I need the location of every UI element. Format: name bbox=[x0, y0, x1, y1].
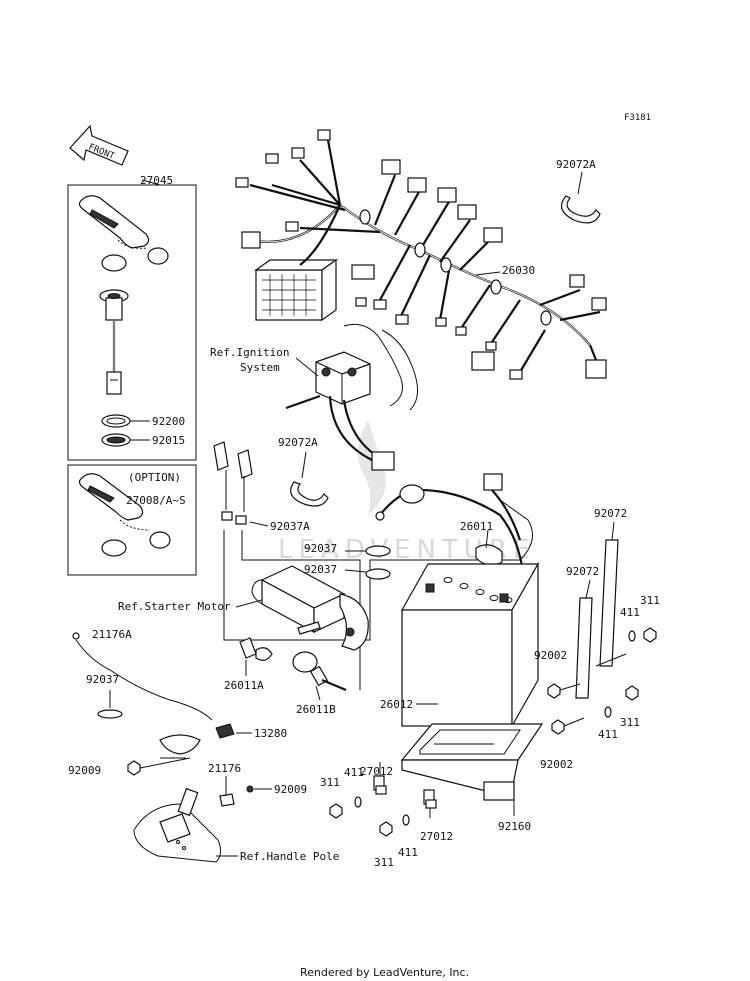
part-311-d: 311 bbox=[374, 856, 394, 869]
part-13280: 13280 bbox=[254, 727, 287, 740]
part-26012: 26012 bbox=[380, 698, 413, 711]
part-27045: 27045 bbox=[140, 174, 173, 187]
part-92072-b: 92072 bbox=[566, 565, 599, 578]
part-21176: 21176 bbox=[208, 762, 241, 775]
clamp-band-mid bbox=[290, 451, 329, 507]
part-21176A: 21176A bbox=[92, 628, 132, 641]
battery bbox=[400, 561, 540, 729]
part-311-c: 311 bbox=[320, 776, 340, 789]
part-311-a: 311 bbox=[640, 594, 660, 607]
part-92072-a: 92072 bbox=[594, 507, 627, 520]
part-92037-b: 92037 bbox=[304, 563, 337, 576]
starter-relay bbox=[285, 323, 418, 471]
handle-pole-switch bbox=[133, 776, 272, 863]
terminal-caps bbox=[213, 441, 269, 527]
part-26011: 26011 bbox=[460, 520, 493, 533]
part-26011A: 26011A bbox=[224, 679, 264, 692]
option-label: (OPTION) bbox=[128, 471, 181, 484]
starter-motor bbox=[235, 565, 369, 701]
ref-ignition-system: Ref.Ignition bbox=[210, 346, 289, 359]
part-27012-b: 27012 bbox=[420, 830, 453, 843]
part-26011B: 26011B bbox=[296, 703, 336, 716]
part-27012-a: 27012 bbox=[360, 765, 393, 778]
starter-leader-lines bbox=[223, 499, 533, 641]
ref-starter-motor: Ref.Starter Motor bbox=[118, 600, 231, 613]
front-arrow-icon: FRONT bbox=[69, 124, 129, 166]
battery-cable-positive bbox=[375, 473, 526, 581]
part-92002-b: 92002 bbox=[540, 758, 573, 771]
part-26030: 26030 bbox=[502, 264, 535, 277]
part-92009-a: 92009 bbox=[68, 764, 101, 777]
part-27008: 27008/A~S bbox=[126, 494, 186, 507]
part-92009-b: 92009 bbox=[274, 783, 307, 796]
part-92072A-mid: 92072A bbox=[278, 436, 318, 449]
option-kit-box bbox=[67, 464, 197, 576]
footer-credit: Rendered by LeadVenture, Inc. bbox=[300, 966, 469, 979]
lead-wire-assembly bbox=[72, 632, 252, 776]
part-411-c: 411 bbox=[344, 766, 364, 779]
part-92015: 92015 bbox=[152, 434, 185, 447]
battery-straps bbox=[547, 521, 657, 735]
part-411-d: 411 bbox=[398, 846, 418, 859]
cable-bands bbox=[344, 545, 391, 580]
part-92037A: 92037A bbox=[270, 520, 310, 533]
figure-code: F3181 bbox=[624, 113, 651, 123]
battery-brackets bbox=[329, 762, 437, 837]
part-92037-c: 92037 bbox=[86, 673, 119, 686]
part-92002-a: 92002 bbox=[534, 649, 567, 662]
ref-ignition-system-line2: System bbox=[240, 361, 280, 374]
part-311-b: 311 bbox=[620, 716, 640, 729]
main-wiring-harness bbox=[235, 129, 607, 380]
part-411-a: 411 bbox=[620, 606, 640, 619]
part-411-b: 411 bbox=[598, 728, 618, 741]
clamp-band-top bbox=[560, 171, 601, 224]
ignition-switch-kit-box bbox=[67, 179, 197, 461]
ref-handle-pole: Ref.Handle Pole bbox=[240, 850, 339, 863]
part-92160: 92160 bbox=[498, 820, 531, 833]
part-92037-a: 92037 bbox=[304, 542, 337, 555]
battery-tray bbox=[400, 723, 544, 816]
part-92072A-top: 92072A bbox=[556, 158, 596, 171]
part-92200: 92200 bbox=[152, 415, 185, 428]
